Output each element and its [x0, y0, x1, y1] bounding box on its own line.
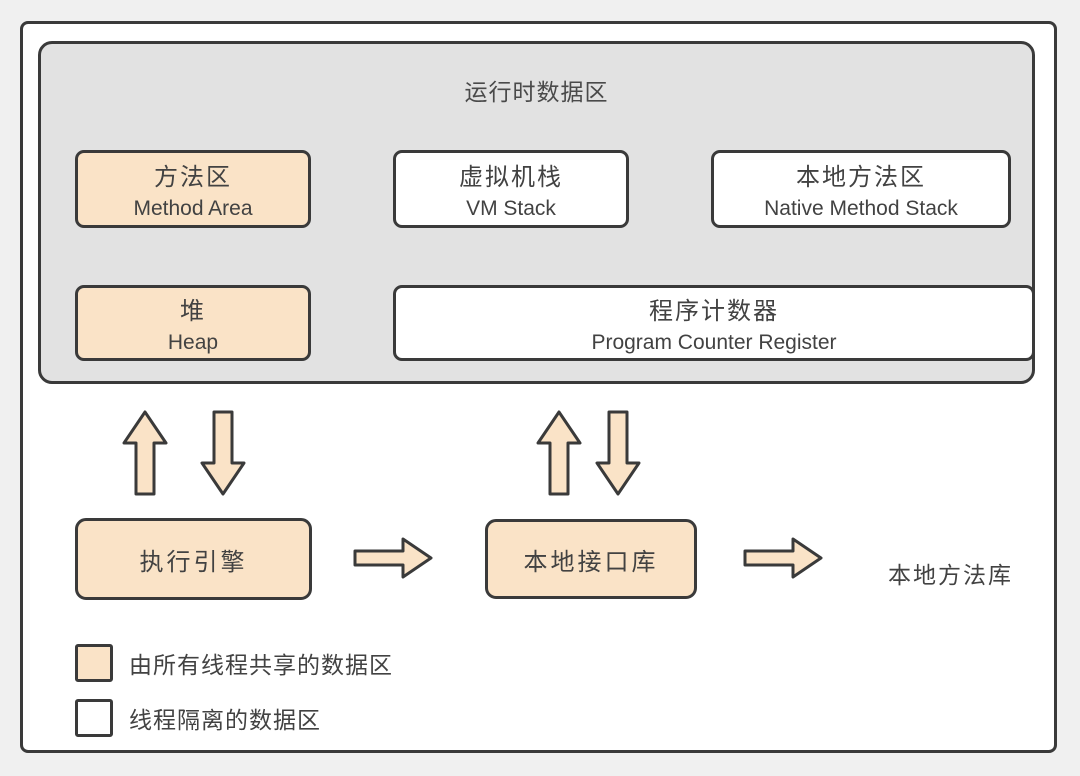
box-native-method-stack: 本地方法区 Native Method Stack — [711, 150, 1011, 228]
box-label-zh: 堆 — [180, 298, 206, 325]
box-program-counter: 程序计数器 Program Counter Register — [393, 285, 1035, 361]
legend-item-shared: 由所有线程共享的数据区 — [75, 644, 393, 682]
arrow-up-native-icon — [536, 410, 582, 496]
legend-label-shared: 由所有线程共享的数据区 — [129, 652, 393, 678]
box-label-en: VM Stack — [466, 197, 556, 220]
arrow-down-native-icon — [595, 410, 641, 496]
box-execution-engine: 执行引擎 — [75, 518, 312, 600]
box-vm-stack: 虚拟机栈 VM Stack — [393, 150, 629, 228]
box-label-zh: 程序计数器 — [649, 298, 779, 325]
box-label-zh: 方法区 — [154, 164, 232, 191]
arrow-down-engine-icon — [200, 410, 246, 496]
native-method-library-label: 本地方法库 — [888, 562, 1013, 588]
box-label-en: Method Area — [133, 197, 253, 220]
box-label-en: Heap — [167, 331, 219, 354]
box-heap: 堆 Heap — [75, 285, 311, 361]
box-label-en: Program Counter Register — [591, 331, 837, 354]
arrow-right-engine-to-native-icon — [353, 537, 433, 579]
runtime-area-title: 运行时数据区 — [464, 79, 609, 105]
box-native-interface: 本地接口库 — [485, 519, 697, 599]
outer-frame: 运行时数据区 方法区 Method Area 虚拟机栈 VM Stack 本地方… — [20, 21, 1057, 753]
legend-item-isolated: 线程隔离的数据区 — [75, 699, 321, 737]
box-label-zh: 虚拟机栈 — [459, 164, 563, 191]
box-label-zh: 本地方法区 — [796, 164, 926, 191]
arrow-right-native-to-library-icon — [743, 537, 823, 579]
arrow-up-engine-icon — [122, 410, 168, 496]
legend-swatch-shared — [75, 644, 113, 682]
box-label-zh: 执行引擎 — [139, 548, 248, 576]
legend-label-isolated: 线程隔离的数据区 — [129, 707, 321, 733]
box-label-zh: 本地接口库 — [523, 548, 659, 576]
box-label-en: Native Method Stack — [764, 197, 958, 220]
legend-swatch-isolated — [75, 699, 113, 737]
box-method-area: 方法区 Method Area — [75, 150, 311, 228]
